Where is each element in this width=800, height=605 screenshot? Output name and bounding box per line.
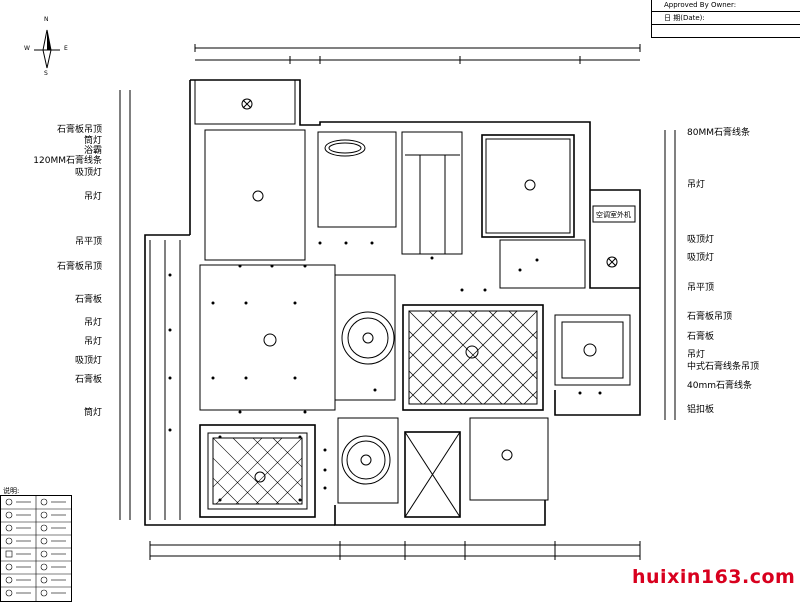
right-label: 吸顶灯	[687, 253, 715, 263]
left-label: 吊灯	[83, 318, 102, 328]
right-label: 80MM石膏线条	[687, 128, 750, 138]
right-label: 中式石膏线条吊顶	[687, 362, 760, 372]
title-block: Approved By Owner: 日 期(Date):	[651, 0, 800, 38]
compass-east: E	[64, 45, 68, 52]
right-label: 吊灯	[687, 350, 706, 360]
left-label: 筒灯	[83, 136, 102, 146]
left-label: 吸顶灯	[74, 356, 102, 366]
left-label: 筒灯	[83, 408, 102, 418]
right-label: 吸顶灯	[687, 235, 715, 245]
compass-icon	[32, 28, 62, 72]
left-label: 石膏板吊顶	[56, 262, 102, 272]
light-fixtures	[241, 98, 618, 483]
left-label: 吸顶灯	[74, 168, 102, 178]
blank-row	[652, 25, 800, 38]
approved-by-label: Approved By Owner:	[652, 0, 800, 12]
left-label: 石膏板吊顶	[56, 125, 102, 135]
left-label: 石膏板	[74, 375, 102, 385]
bottom-dimension-line	[149, 541, 641, 560]
legend-title: 说明:	[3, 487, 20, 495]
right-label: 吊平顶	[687, 283, 715, 293]
symbol-legend: 说明:	[0, 487, 72, 602]
right-label: 石膏板	[687, 332, 715, 342]
left-label: 120MM石膏线条	[33, 156, 102, 166]
left-label: 吊平顶	[74, 237, 102, 247]
compass-north: N	[44, 16, 49, 23]
date-label: 日 期(Date):	[652, 12, 800, 25]
compass-south: S	[44, 70, 48, 77]
right-label: 石膏板吊顶	[687, 312, 733, 322]
left-label: 吊灯	[83, 337, 102, 347]
diamond-grid-ceiling	[402, 304, 544, 411]
left-label: 石膏板	[74, 295, 102, 305]
top-dimension-line	[194, 44, 641, 64]
ac-unit-label: 空调室外机	[596, 211, 631, 219]
outer-walls	[144, 79, 641, 526]
left-label: 吊灯	[83, 192, 102, 202]
right-label: 铝扣板	[687, 405, 715, 415]
right-label: 吊灯	[687, 180, 706, 190]
down-lights	[168, 241, 602, 502]
watermark: huixin163.com	[632, 566, 796, 588]
right-label: 40mm石膏线条	[687, 381, 752, 391]
compass-west: W	[24, 45, 30, 52]
left-label: 浴霸	[83, 146, 102, 156]
